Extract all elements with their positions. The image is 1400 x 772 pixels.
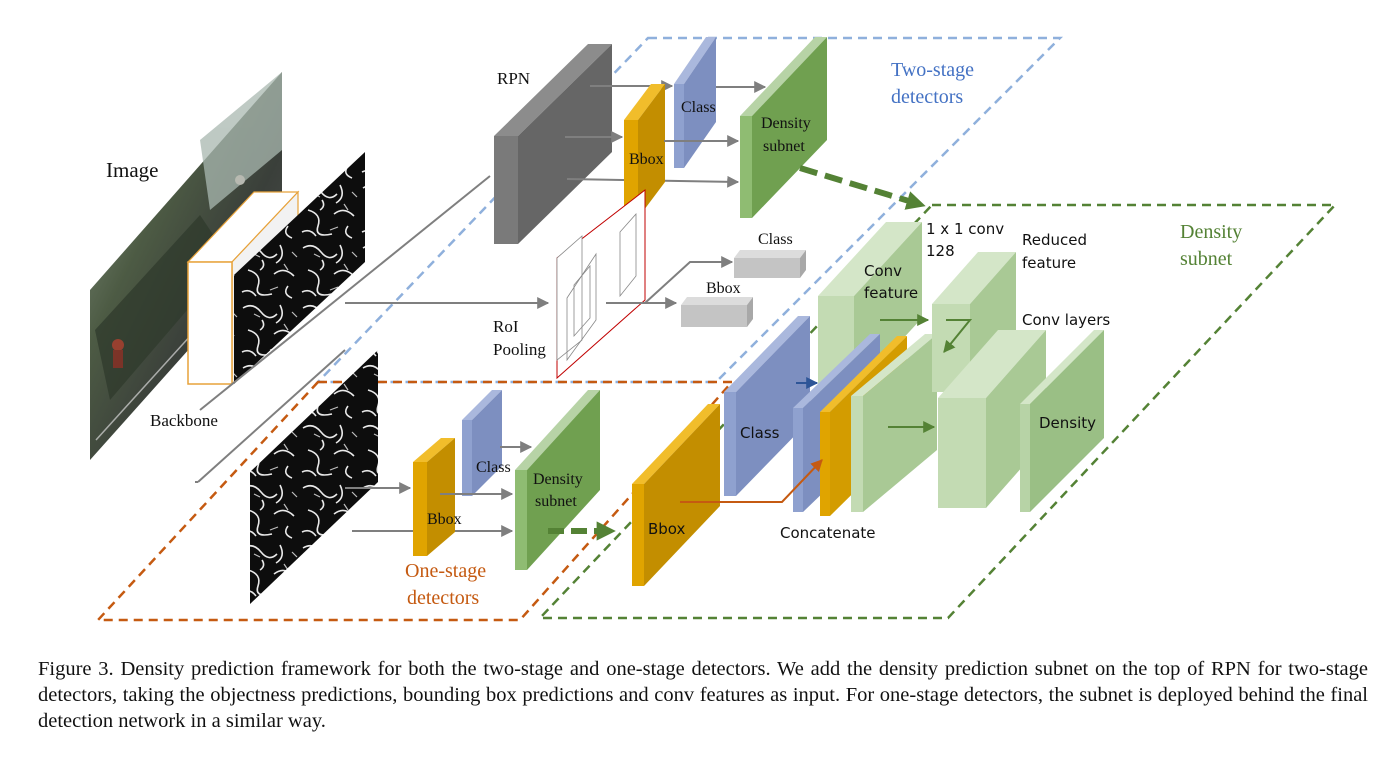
figure-caption: Figure 3. Density prediction framework f… <box>38 658 1368 732</box>
rpn-bbox-label: Bbox <box>629 151 664 168</box>
roi-pooling-label-2: Pooling <box>493 340 546 359</box>
two-stage-label-2: detectors <box>891 86 963 108</box>
one-stage-bbox-label: Bbox <box>427 511 462 528</box>
image-label: Image <box>106 158 158 182</box>
arrow-two-stage-to-density-subnet <box>799 165 926 210</box>
backbone-label: Backbone <box>150 411 218 430</box>
one-stage-density-subnet-block <box>515 470 527 570</box>
density-subnet-title-2: subnet <box>1180 248 1233 270</box>
one-stage-region <box>95 380 735 622</box>
conv-feature-label-1: Conv <box>864 262 902 280</box>
rpn-block-top <box>494 44 612 136</box>
rpn-class-label: Class <box>681 99 716 116</box>
rpn-bbox-block <box>624 120 638 218</box>
one-stage-class-block <box>462 420 472 496</box>
density-output-block <box>1020 404 1030 512</box>
two-stage-region <box>315 36 1064 384</box>
conv-layers-block <box>938 398 986 508</box>
one-stage-density-subnet-label-1: Density <box>533 471 583 488</box>
one-stage-class-label: Class <box>476 459 511 476</box>
density-class-block <box>724 392 736 496</box>
two-stage-density-subnet-label-1: Density <box>761 115 811 132</box>
backbone-block <box>187 261 233 385</box>
rpn-label: RPN <box>497 69 530 88</box>
roi-pooling-plane-front <box>556 235 583 361</box>
one-stage-label-2: detectors <box>407 587 479 609</box>
conv-layers-label: Conv layers <box>1022 311 1110 329</box>
concat-class-slice <box>793 408 803 512</box>
rpn-block-side <box>518 44 612 244</box>
roi-pooling-label-1: RoI <box>493 317 519 336</box>
reduced-feature-label-1: Reduced <box>1022 231 1087 249</box>
roi-bbox-box <box>681 305 747 327</box>
concatenate-label: Concatenate <box>780 524 876 542</box>
rpn-block <box>494 136 518 244</box>
concat-bbox-slice <box>820 412 830 516</box>
rpn-class-block <box>674 84 684 168</box>
roi-class-box <box>734 258 800 278</box>
density-bbox-block <box>632 484 644 586</box>
framework-diagram: Image Backbone RPN Bbox Class Density su… <box>90 36 1338 622</box>
conv-feature-label-2: feature <box>864 284 918 302</box>
one-stage-feature-map <box>250 350 378 604</box>
two-stage-density-subnet-block <box>740 116 752 218</box>
one-stage-density-subnet-label-2: subnet <box>535 493 577 510</box>
roi-bbox-label: Bbox <box>706 280 741 297</box>
density-subnet-title-1: Density <box>1180 221 1242 243</box>
arrow-bbox-to-concat <box>680 459 823 503</box>
density-bbox-label: Bbox <box>648 520 686 538</box>
two-stage-label-1: Two-stage <box>891 59 974 81</box>
conv1x1-label-1: 1 x 1 conv <box>926 220 1004 238</box>
conv1x1-label-2: 128 <box>926 242 955 260</box>
roi-class-label: Class <box>758 231 793 248</box>
reduced-feature-label-2: feature <box>1022 254 1076 272</box>
one-stage-bbox-block <box>413 462 427 556</box>
backbone-feature-map <box>234 152 365 384</box>
one-stage-label-1: One-stage <box>405 560 486 582</box>
two-stage-density-subnet-label-2: subnet <box>763 138 805 155</box>
density-output-label: Density <box>1039 414 1096 432</box>
concat-conv-slice <box>851 396 863 512</box>
arrow-feature-to-rpn <box>199 175 491 411</box>
density-class-label: Class <box>740 424 780 442</box>
